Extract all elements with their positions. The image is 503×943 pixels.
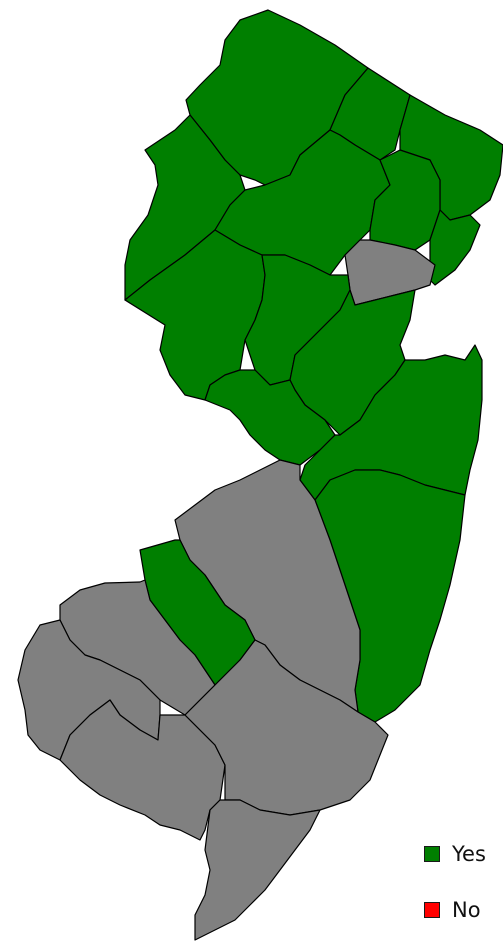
legend-item-yes: Yes bbox=[424, 842, 503, 864]
legend-item-no: No bbox=[424, 898, 503, 920]
county-mercer bbox=[204, 369, 336, 466]
legend-label-no: No bbox=[452, 898, 481, 920]
legend-swatch-yes bbox=[424, 846, 440, 862]
county-hudson bbox=[424, 209, 481, 286]
county-union bbox=[344, 239, 436, 306]
legend-swatch-no bbox=[424, 902, 440, 918]
county-cape-may bbox=[194, 799, 321, 941]
legend-label-yes: Yes bbox=[452, 842, 486, 864]
